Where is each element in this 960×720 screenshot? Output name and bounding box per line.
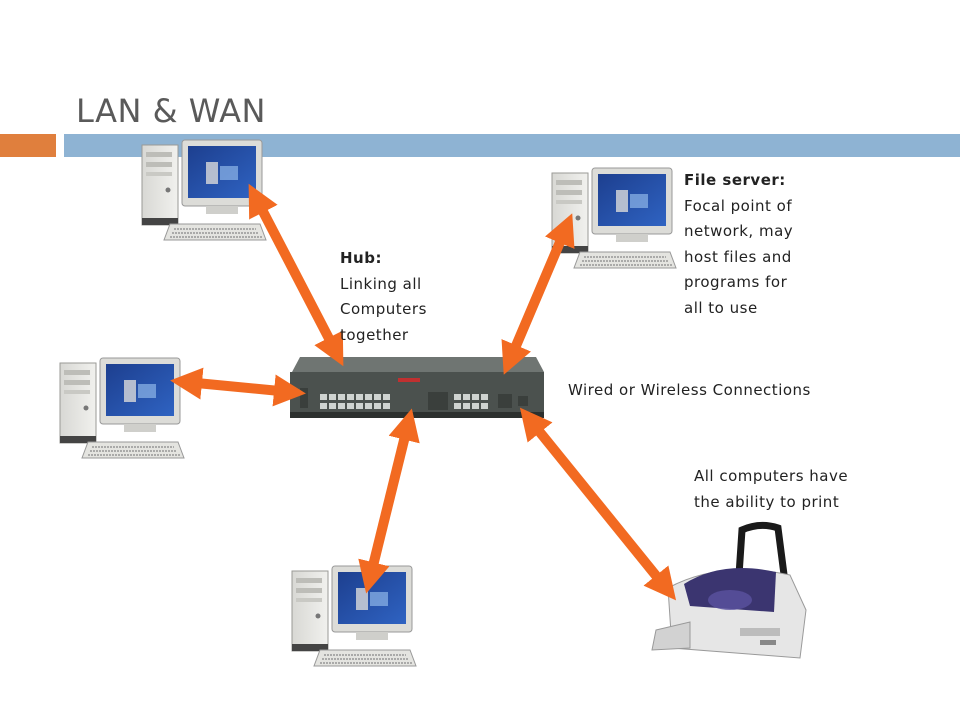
printing-label: All computers have the ability to print — [694, 464, 848, 515]
computer-top-left — [141, 139, 267, 241]
printing-label-line: All computers have — [694, 467, 849, 485]
hub-label-line: Linking all — [340, 274, 422, 293]
file-server-label: File server: Focal point of network, may… — [684, 168, 793, 321]
file-server-computer — [551, 167, 677, 269]
file-server-label-line: Focal point of — [684, 196, 793, 215]
connections-label: Wired or Wireless Connections — [568, 381, 811, 399]
header-accent-orange-bar — [0, 134, 56, 157]
file-server-label-line: all to use — [684, 298, 758, 317]
hub-label-line: together — [340, 325, 409, 344]
arrow-hub-to-printer — [519, 407, 677, 601]
arrow-left-to-hub — [170, 367, 306, 407]
slide-title: LAN & WAN — [76, 92, 266, 130]
printer — [651, 521, 807, 659]
computer-bottom — [291, 565, 417, 667]
hub-switch — [290, 357, 544, 418]
arrow-top-left-to-hub — [248, 183, 344, 367]
file-server-label-line: programs for — [684, 273, 788, 291]
file-server-label-heading: File server: — [684, 171, 786, 189]
connection-arrows — [170, 183, 677, 601]
hub-label-line: Computers — [340, 300, 427, 318]
hub-label-heading: Hub: — [340, 249, 382, 267]
hub-label: Hub: Linking all Computers together — [340, 246, 427, 348]
file-server-label-line: host files and — [684, 247, 792, 266]
printing-label-line: the ability to print — [694, 492, 840, 511]
arrow-file-server-to-hub — [501, 213, 575, 375]
header-accent-blue-bar — [64, 134, 960, 157]
computer-left — [59, 357, 185, 459]
file-server-label-line: network, may — [684, 222, 794, 240]
arrow-bottom-to-hub — [358, 408, 420, 594]
